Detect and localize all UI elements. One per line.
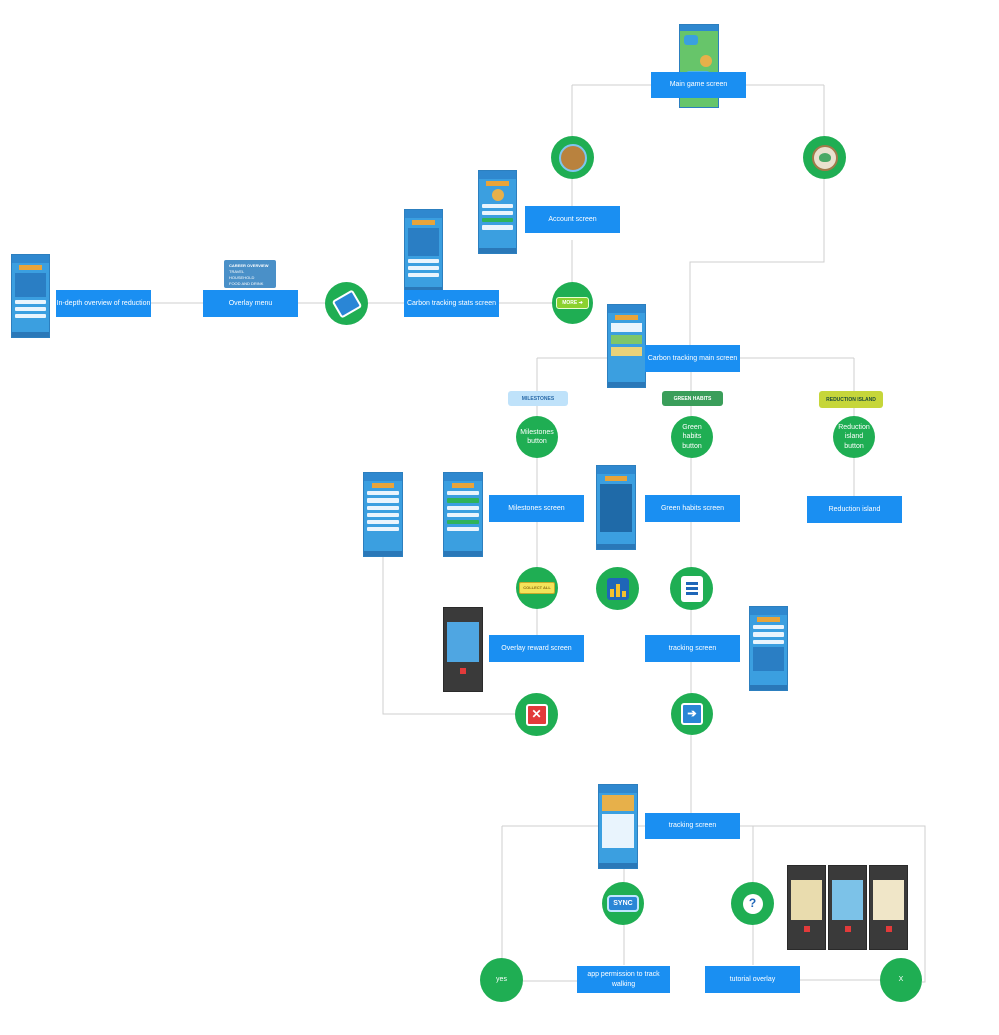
tutorial-screenshot-2 — [828, 865, 867, 950]
in-depth-screenshot — [11, 254, 50, 338]
reduction-island-button-circle[interactable]: Reduction island button — [833, 416, 875, 458]
island-icon — [811, 144, 838, 171]
carbon-stats-screenshot — [404, 209, 443, 293]
carbon-main-screenshot — [607, 304, 646, 388]
collect-all-circle[interactable]: COLLECT ALL — [516, 567, 558, 609]
green-habits-button-circle[interactable]: Green habits button — [671, 416, 713, 458]
overlay-reward-screenshot — [443, 607, 483, 692]
overlay-menu-node[interactable]: Overlay menu — [203, 290, 298, 317]
tracking-card-icon — [680, 575, 703, 602]
yes-circle[interactable]: yes — [480, 958, 523, 1002]
tracking-screenshot-a — [749, 606, 788, 691]
milestones-screen-node[interactable]: Milestones screen — [489, 495, 584, 522]
overlay-menu-item: TRAVEL — [229, 269, 245, 274]
carbon-tracking-stats-screen-node[interactable]: Carbon tracking stats screen — [404, 290, 499, 317]
overlay-reward-screen-node[interactable]: Overlay reward screen — [489, 635, 584, 662]
bar-chart-icon — [606, 577, 629, 600]
tracking-screenshot-b — [598, 784, 638, 869]
collect-all-label: COLLECT ALL — [523, 585, 551, 591]
main-game-screen-node[interactable]: Main game screen — [651, 72, 746, 98]
sync-icon: SYNC — [607, 894, 639, 913]
green-habits-banner-text: GREEN HABITS — [673, 395, 712, 402]
arrow-right-icon: ➔ — [681, 703, 703, 725]
overlay-menu-item: HOUSEHOLD — [229, 275, 255, 280]
reduction-island-banner-text: REDUCTION ISLAND — [826, 396, 876, 403]
help-circle[interactable]: ? — [731, 882, 774, 925]
milestones-screenshot-a — [363, 472, 403, 557]
tracking-screen-node-2[interactable]: tracking screen — [645, 813, 740, 839]
milestones-banner-text: MILESTONES — [521, 395, 555, 402]
green-habits-banner: GREEN HABITS — [662, 391, 723, 406]
collect-all-icon: COLLECT ALL — [519, 582, 555, 594]
carbon-tracking-main-screen-node[interactable]: Carbon tracking main screen — [645, 345, 740, 372]
app-permission-node[interactable]: app permission to track walking — [577, 966, 670, 993]
milestones-banner: MILESTONES — [508, 391, 568, 406]
ticket-icon — [331, 288, 362, 319]
overlay-menu-item: FOOD AND DRINK — [229, 281, 264, 286]
reduction-island-circle-top[interactable] — [803, 136, 846, 179]
in-depth-overview-node[interactable]: In-depth overview of reduction — [56, 290, 151, 317]
overlay-menu-circle[interactable] — [325, 282, 368, 325]
green-habits-screenshot — [596, 465, 636, 550]
milestones-button-circle[interactable]: Milestones button — [516, 416, 558, 458]
more-button-circle[interactable]: MORE ➔ — [552, 282, 593, 324]
milestones-screenshot-b — [443, 472, 483, 557]
account-avatar-circle[interactable] — [551, 136, 594, 179]
reduction-island-node[interactable]: Reduction island — [807, 496, 902, 523]
stats-chart-circle[interactable] — [596, 567, 639, 610]
tutorial-screenshot-1 — [787, 865, 826, 950]
sync-circle[interactable]: SYNC — [602, 882, 644, 925]
avatar-icon — [558, 143, 587, 172]
next-arrow-circle[interactable]: ➔ — [671, 693, 713, 735]
sync-label: SYNC — [613, 899, 633, 907]
question-mark-icon: ? — [742, 893, 763, 914]
overlay-menu-preview: CAREER OVERVIEW TRAVEL HOUSEHOLD FOOD AN… — [224, 260, 276, 288]
overlay-menu-item: CAREER OVERVIEW — [229, 263, 269, 268]
account-screen-node[interactable]: Account screen — [525, 206, 620, 233]
green-habits-screen-node[interactable]: Green habits screen — [645, 495, 740, 522]
reduction-island-banner: REDUCTION ISLAND — [819, 391, 883, 408]
tutorial-screenshot-3 — [869, 865, 908, 950]
account-screenshot — [478, 170, 517, 254]
tracking-card-circle[interactable] — [670, 567, 713, 610]
tutorial-overlay-node[interactable]: tutorial overlay — [705, 966, 800, 993]
more-button-icon: MORE ➔ — [556, 296, 589, 310]
question-mark-label: ? — [748, 896, 757, 911]
close-circle[interactable]: ✕ — [515, 693, 558, 736]
more-button-label: MORE — [562, 299, 578, 306]
x-circle[interactable]: X — [880, 958, 922, 1002]
tracking-screen-node[interactable]: tracking screen — [645, 635, 740, 662]
close-icon: ✕ — [525, 703, 548, 726]
